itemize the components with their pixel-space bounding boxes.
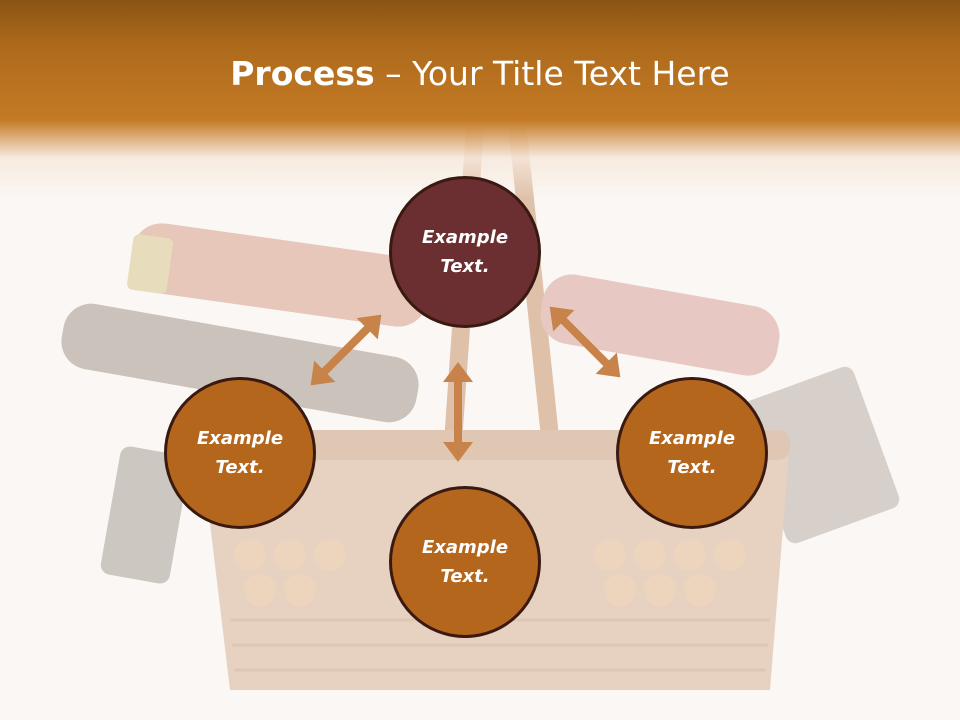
slide-title: Process – Your Title Text Here <box>0 52 960 96</box>
node-bottom[interactable]: Example Text. <box>389 486 541 638</box>
arrow-top-left <box>310 314 382 386</box>
node-right-text: Example Text. <box>648 428 736 478</box>
node-left[interactable]: Example Text. <box>164 377 316 529</box>
node-left-text: Example Text. <box>196 428 284 478</box>
node-top[interactable]: Example Text. <box>389 176 541 328</box>
title-bar <box>0 0 960 200</box>
node-bottom-text: Example Text. <box>421 537 509 587</box>
title-rest: Your Title Text Here <box>412 54 730 93</box>
arrow-top-bottom <box>443 362 473 462</box>
arrow-top-right <box>549 306 621 378</box>
title-dash: – <box>374 54 413 93</box>
node-top-text: Example Text. <box>421 227 509 277</box>
title-bold: Process <box>230 54 375 93</box>
node-right[interactable]: Example Text. <box>616 377 768 529</box>
